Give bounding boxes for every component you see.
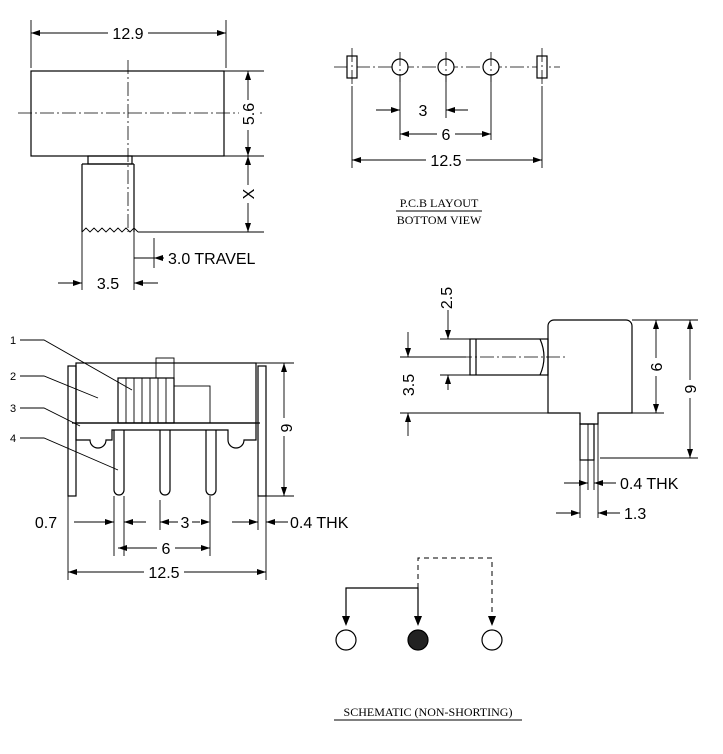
side-thickness-dimension: 0.4 THK <box>620 476 679 493</box>
callout-3: 3 <box>10 403 16 415</box>
side-body <box>547 319 633 425</box>
front-overall-dimension: 12.5 <box>148 565 179 582</box>
front-pitch-dimension: 3 <box>181 515 190 532</box>
side-pin <box>579 423 595 461</box>
pin-3 <box>205 430 217 496</box>
width-dimension: 12.9 <box>112 26 143 43</box>
mounting-leg-left <box>67 365 77 497</box>
front-span-dimension: 6 <box>162 541 171 558</box>
mounting-leg-right <box>257 365 267 497</box>
height-dimension: 5.6 <box>241 103 258 125</box>
front-height-dimension: 9 <box>279 423 296 432</box>
schematic: SCHEMATIC (NON-SHORTING) <box>334 557 522 721</box>
side-lever-dimension: 2.5 <box>439 287 456 309</box>
top-view: 12.9 5.6 X 3.0 TRAVEL <box>18 20 264 293</box>
lever-break-symbol <box>81 227 139 233</box>
terminal-common <box>407 629 429 651</box>
pcb-pitch-dimension: 3 <box>419 103 428 120</box>
offset-dimension: 3.5 <box>97 276 119 293</box>
pin-2 <box>159 430 171 496</box>
schematic-title: SCHEMATIC (NON-SHORTING) <box>344 705 513 719</box>
terminal-right <box>481 629 503 651</box>
front-thickness-dimension: 0.4 THK <box>290 515 349 532</box>
side-view: 2.5 3.5 6 9 0.4 THK <box>400 287 700 523</box>
side-total-dimension: 9 <box>683 384 700 393</box>
callout-2: 2 <box>10 371 16 383</box>
side-pin-dimension: 1.3 <box>624 506 646 523</box>
edge-dimension: 0.7 <box>35 515 57 532</box>
side-body-dimension: 6 <box>649 362 666 371</box>
pin-1 <box>113 430 125 496</box>
pcb-title-line2: BOTTOM VIEW <box>397 213 482 227</box>
callout-1: 1 <box>10 335 16 347</box>
pcb-layout: 3 6 12.5 P.C.B LAYOUT BOTTOM VIEW <box>334 48 560 227</box>
side-lever-offset-dimension: 3.5 <box>401 374 418 396</box>
pcb-span-dimension: 6 <box>442 127 451 144</box>
front-view: 1 2 3 4 9 <box>10 335 349 582</box>
callout-4: 4 <box>10 433 16 445</box>
lever-dimension: X <box>241 188 258 199</box>
terminal-left <box>335 629 357 651</box>
pcb-overall-dimension: 12.5 <box>430 153 461 170</box>
travel-label: 3.0 TRAVEL <box>168 251 256 268</box>
pcb-title-line1: P.C.B LAYOUT <box>400 196 479 210</box>
switch-body-top <box>30 70 225 157</box>
